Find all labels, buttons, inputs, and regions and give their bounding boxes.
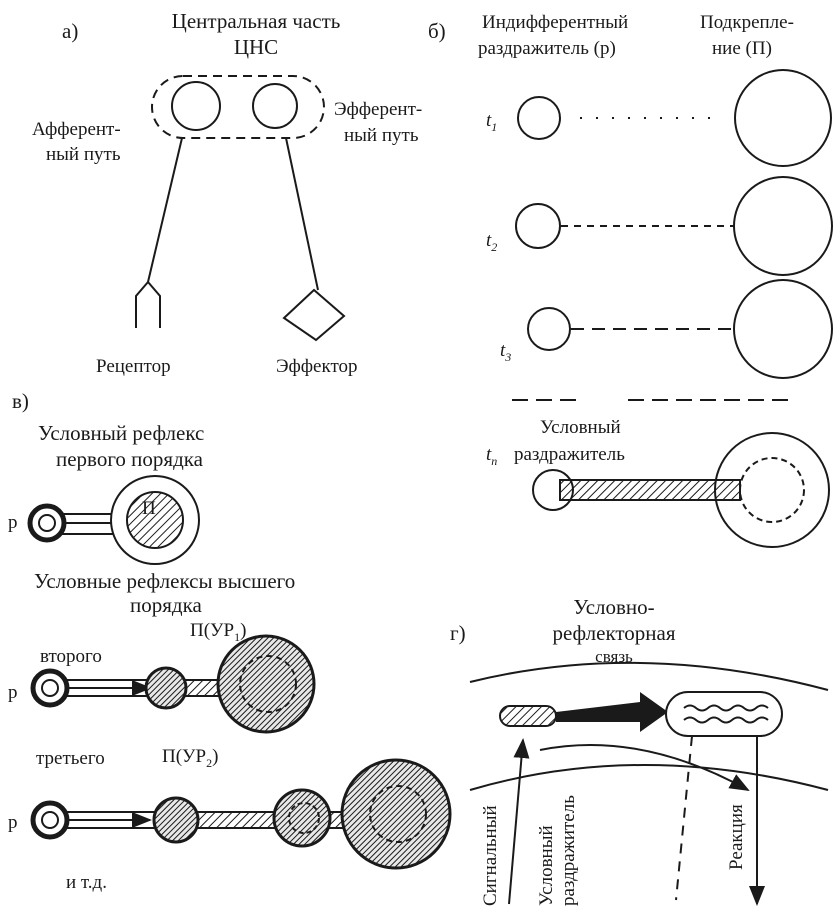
stimulus-circle-t1 [518, 97, 560, 139]
indifferent-label-line2: раздражитель (р) [478, 38, 616, 59]
reflex-arc-arrow [540, 745, 748, 790]
cortex-outer-arc [470, 663, 828, 690]
reinforcement-circle-t1 [735, 70, 831, 166]
panel-b-tag: б) [428, 19, 446, 43]
first-order-line2: первого порядка [56, 447, 204, 471]
stimulus-p-label-2: р [8, 682, 18, 703]
higher-order-line1: Условные рефлексы высшего [34, 569, 295, 593]
signal-center [500, 706, 556, 726]
conditioned-stimulus-label-line1: Условный [536, 825, 557, 906]
second-order-mid-circle [146, 668, 186, 708]
etc-label: и т.д. [66, 872, 107, 893]
second-order-label: второго [40, 646, 102, 667]
third-order-circle-1 [154, 798, 198, 842]
panel-v-tag: в) [12, 389, 29, 413]
stimulus-p-label-1: р [8, 512, 18, 533]
reinforcement-circle-t3 [734, 280, 832, 378]
stimulus-core-2 [42, 680, 58, 696]
conditioned-link-bar [560, 480, 740, 500]
reaction-label: Реакция [726, 804, 747, 870]
third-order-circle-2 [274, 790, 330, 846]
link-label-line1: Условно- [573, 595, 654, 619]
stimulus-circle-t2 [516, 204, 560, 248]
afferent-neuron [172, 82, 220, 130]
pur1-label: П(УР1) [190, 620, 246, 644]
pur2-label: П(УР2) [162, 746, 218, 770]
time-label-3: t3 [500, 340, 511, 364]
signal-label: Сигнальный [480, 805, 501, 906]
efferent-label-line2: ный путь [344, 125, 419, 146]
higher-order-line2: порядка [130, 593, 202, 617]
stimulus-circle-t3 [528, 308, 570, 350]
time-label-n: tn [486, 444, 497, 468]
reinforcement-circle-t2 [734, 177, 832, 275]
third-order-label: третьего [36, 748, 105, 769]
first-order-line1: Условный рефлекс [38, 421, 204, 445]
stimulus-core-3 [42, 812, 58, 828]
time-label-2: t2 [486, 230, 497, 254]
cns-title-line2: ЦНС [234, 35, 278, 59]
time-label-1: t1 [486, 110, 497, 134]
efferent-label-line1: Эфферент- [334, 99, 422, 120]
panel-a-tag: а) [62, 19, 78, 43]
conditioned-stimulus-line1: Условный [540, 417, 621, 438]
link-label-line2: рефлекторная [552, 621, 675, 645]
panel-v: в) Условный рефлекс первого порядка р П … [8, 389, 450, 893]
conditioned-link-arrow [556, 692, 668, 732]
afferent-path [148, 138, 182, 282]
conditioned-stimulus-label-line2: раздражитель [558, 795, 579, 906]
effector-shape [284, 290, 344, 340]
cns-title-line1: Центральная часть [172, 9, 341, 33]
receptor-shape [136, 282, 160, 328]
stimulus-p-label-3: р [8, 812, 18, 833]
efferent-path [286, 138, 318, 290]
reaction-center [666, 692, 782, 736]
indifferent-label-line1: Индифферентный [482, 12, 628, 33]
second-order-big-circle [218, 636, 314, 732]
reinforcement-label-line1: Подкрепле- [700, 12, 794, 33]
cns-boundary [152, 76, 324, 138]
panel-b: б) Индифферентный раздражитель (р) Подкр… [428, 12, 832, 547]
stimulus-core-1 [39, 515, 55, 531]
receptor-label: Рецептор [96, 356, 171, 377]
afferent-label-line1: Афферент- [32, 119, 121, 140]
cortex-inner-arc [470, 765, 828, 790]
panel-g-tag: г) [450, 621, 466, 645]
third-order-big-circle [342, 760, 450, 868]
effector-label: Эффектор [276, 356, 358, 377]
reinforcement-label-line2: ние (П) [712, 38, 772, 59]
afferent-label-line2: ный путь [46, 144, 121, 165]
reinforcement-inner-dashed [740, 458, 804, 522]
reinforcement-P-label: П [142, 498, 156, 519]
panel-g: г) Условно- рефлекторная связь Сигнальны… [450, 595, 828, 906]
efferent-neuron [253, 84, 297, 128]
panel-a: а) Центральная часть ЦНС Афферент- ный п… [32, 9, 422, 377]
signal-input-arrow [509, 740, 523, 904]
conditioned-stimulus-line2: раздражитель [514, 444, 625, 465]
